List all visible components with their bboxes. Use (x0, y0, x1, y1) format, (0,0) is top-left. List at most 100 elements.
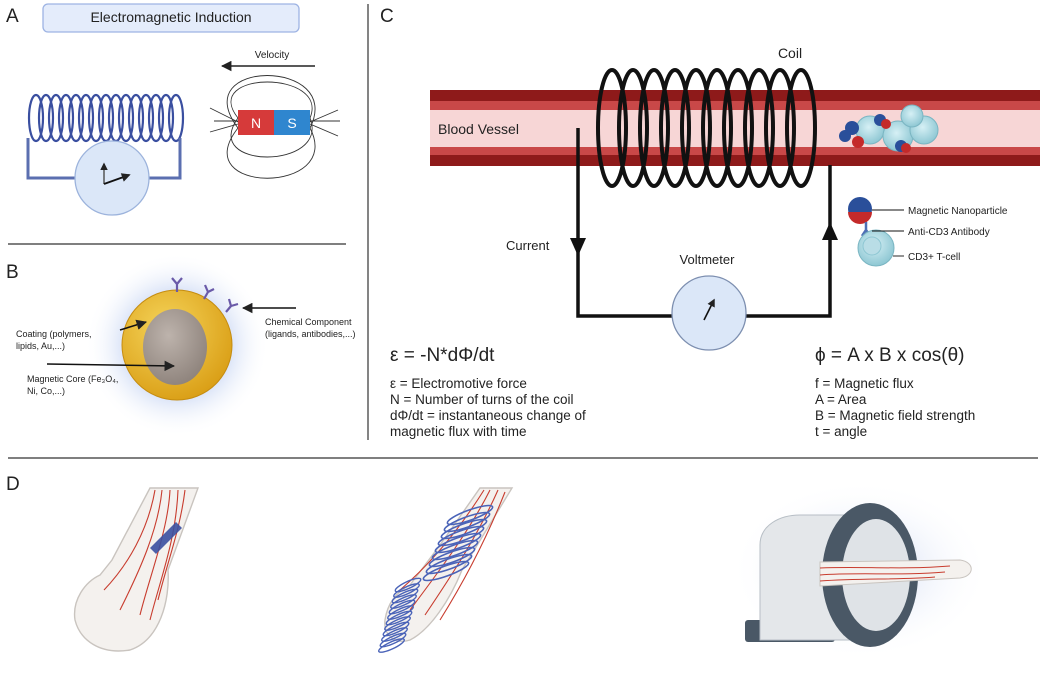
lower-coil-turn (384, 616, 411, 631)
current-label: Current (506, 238, 550, 253)
eq1-line-3: dΦ/dt = instantaneous change of (390, 408, 586, 423)
coil-turn (659, 68, 691, 188)
current-arrow-up (822, 222, 838, 240)
coil-turn (743, 68, 775, 188)
upper-coil-turn (422, 560, 470, 582)
lower-coil-turn (390, 594, 417, 609)
solenoid-turn (157, 93, 175, 143)
meter-needle (103, 173, 131, 185)
north-label: N (251, 115, 261, 131)
coil-turn (701, 68, 733, 188)
solenoid-turn (67, 93, 85, 143)
circuit-wire (26, 138, 182, 180)
upper-coil-turn (440, 518, 488, 540)
tcell-cluster (839, 104, 939, 153)
scanner (730, 480, 990, 660)
panel-c-letter: C (380, 6, 394, 27)
small-coil (150, 522, 182, 554)
panel-a-letter: A (6, 6, 19, 27)
upper-coil-turn (431, 539, 479, 561)
solenoid-turn (27, 93, 45, 143)
upper-coil (422, 504, 494, 582)
equation-emf: ε = -N*dΦ/dt (390, 345, 495, 366)
legend-nanoparticle: Magnetic Nanoparticle (908, 206, 1008, 217)
lower-coil-turn (387, 605, 414, 620)
core-label-1: Magnetic Core (Fe₃O₄, (27, 374, 118, 384)
upper-coil-turn (446, 504, 494, 526)
equation-flux: ϕ = A x B x cos(θ) (815, 345, 965, 366)
solenoid-turn (57, 93, 75, 143)
core-arrow (46, 360, 176, 372)
lower-coil-turn (382, 621, 410, 637)
panel-b: B Coating (polymers, lipids, Au,...) Mag… (6, 253, 356, 437)
solenoid-turn (77, 93, 95, 143)
coil-turn (785, 68, 817, 188)
solenoid-turn (137, 93, 155, 143)
lower-coil-turn (394, 577, 422, 593)
coating-label-1: Coating (polymers, (16, 329, 92, 339)
panel-a-title: Electromagnetic Induction (90, 9, 251, 25)
voltmeter-needle (703, 298, 715, 321)
coil (596, 68, 817, 188)
south-label: S (287, 115, 296, 131)
coil-turn (680, 68, 712, 188)
lower-coil (378, 577, 422, 653)
upper-coil-turn (443, 511, 491, 533)
title-box (42, 3, 300, 33)
arm-small-coil (73, 487, 200, 652)
lower-coil-turn (388, 599, 416, 615)
meter-dial (74, 140, 150, 216)
panel-b-letter: B (6, 262, 19, 283)
upper-coil-turn (437, 525, 485, 547)
panel-a: A Electromagnetic Induction Velocity N S (6, 3, 340, 216)
magnet-south (274, 110, 310, 135)
coil-turn (617, 68, 649, 188)
vessel-label: Blood Vessel (438, 121, 519, 137)
core-label-2: Ni, Co,...) (27, 386, 65, 396)
lower-coil-turn (393, 583, 420, 598)
solenoid-turn (167, 93, 185, 143)
eq2-line-1: f = Magnetic flux (815, 376, 914, 391)
coil-turn (764, 68, 796, 188)
ligand-antibodies (171, 277, 239, 313)
lower-coil-turn (379, 632, 407, 648)
solenoid-turn (127, 93, 145, 143)
eq1-line-2: N = Number of turns of the coil (390, 392, 574, 407)
voltmeter-dial (671, 275, 747, 351)
solenoid-turn (117, 93, 135, 143)
eq1-line-1: ε = Electromotive force (390, 376, 527, 391)
solenoid-turn (87, 93, 105, 143)
particle-core (143, 309, 207, 385)
coil-label: Coil (778, 45, 802, 61)
vessel-lumen (430, 110, 1040, 147)
voltmeter-label: Voltmeter (680, 252, 736, 267)
current-arrow-down (570, 238, 586, 256)
solenoid-turn (37, 93, 55, 143)
panel-d-letter: D (6, 474, 20, 495)
magnet-north (238, 110, 274, 135)
eq2-line-3: B = Magnetic field strength (815, 408, 976, 423)
solenoid-turn (147, 93, 165, 143)
upper-coil-turn (434, 532, 482, 554)
panel-c: C Blood Vessel Coil Current Voltmeter (380, 6, 1040, 351)
coating-label-2: lipids, Au,...) (16, 341, 65, 351)
lower-coil-turn (391, 588, 419, 604)
circuit-wire-c (576, 128, 832, 318)
eq2-line-2: A = Area (815, 392, 867, 407)
coil-turn (596, 68, 628, 188)
eq1-line-4: magnetic flux with time (390, 424, 527, 439)
upper-coil-turn (428, 546, 476, 568)
panel-d: D (6, 474, 990, 660)
chemical-label-2: (ligands, antibodies,...) (265, 329, 356, 339)
velocity-label: Velocity (255, 50, 289, 61)
eq2-line-4: t = angle (815, 424, 868, 439)
coating-arrow (119, 319, 148, 331)
lower-coil-turn (378, 638, 405, 653)
upper-coil-turn (425, 553, 473, 575)
arm-double-coil (378, 487, 514, 653)
solenoid-coil (27, 93, 185, 143)
legend: Magnetic Nanoparticle Anti-CD3 Antibody … (848, 197, 1008, 267)
legend-tcell: CD3+ T-cell (908, 252, 960, 263)
lower-coil-turn (381, 627, 408, 642)
